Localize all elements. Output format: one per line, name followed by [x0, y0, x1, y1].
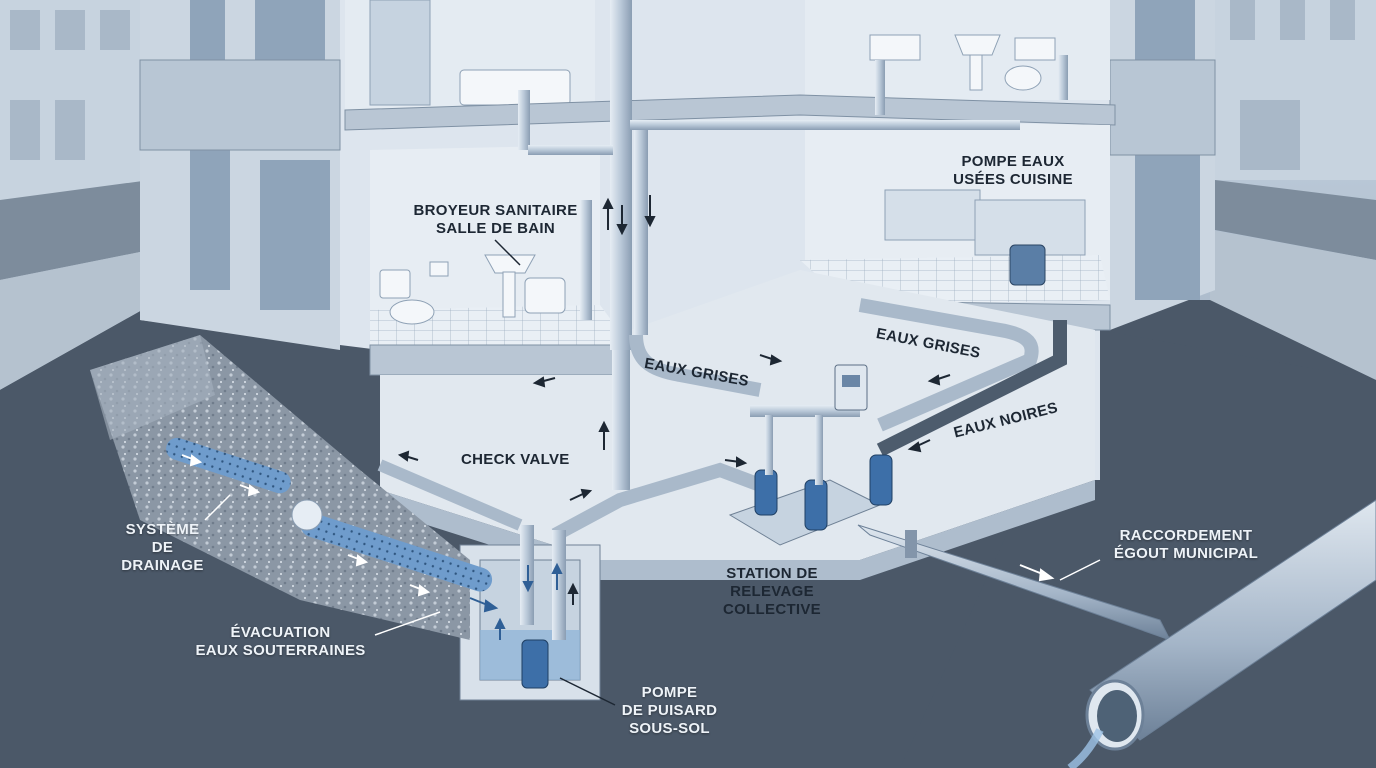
- label-pompe-cuisine-line2: USÉES CUISINE: [953, 171, 1073, 188]
- label-puisard-line2: DE PUISARD: [621, 702, 718, 719]
- label-evacuation-line1: ÉVACUATION: [230, 624, 331, 641]
- label-pompe-puisard: POMPE DE PUISARD SOUS-SOL: [612, 684, 727, 738]
- label-puisard-line1: POMPE: [641, 684, 698, 701]
- label-broyeur-line1: BROYEUR SANITAIRE: [413, 202, 578, 219]
- label-pompe-cuisine: POMPE EAUX USÉES CUISINE: [948, 153, 1078, 189]
- label-evacuation-eaux: ÉVACUATION EAUX SOUTERRAINES: [188, 624, 373, 660]
- label-raccordement-egout: RACCORDEMENT ÉGOUT MUNICIPAL: [1100, 527, 1272, 563]
- label-station-line3: COLLECTIVE: [722, 601, 821, 618]
- label-evacuation-line2: EAUX SOUTERRAINES: [195, 642, 366, 659]
- label-raccordement-line2: ÉGOUT MUNICIPAL: [1113, 545, 1259, 562]
- label-broyeur-line2: SALLE DE BAIN: [436, 220, 555, 237]
- label-raccordement-line1: RACCORDEMENT: [1119, 527, 1253, 544]
- label-station-line1: STATION DE: [726, 565, 818, 582]
- label-systeme-drainage: SYSTÈME DE DRAINAGE: [110, 521, 215, 575]
- label-puisard-line3: SOUS-SOL: [629, 720, 710, 737]
- label-drainage-line2: DE DRAINAGE: [121, 539, 204, 574]
- label-drainage-line1: SYSTÈME: [125, 521, 200, 538]
- label-broyeur-sanitaire: BROYEUR SANITAIRE SALLE DE BAIN: [408, 202, 583, 238]
- label-pompe-cuisine-line1: POMPE EAUX: [961, 153, 1065, 170]
- label-station-line2: RELEVAGE: [730, 583, 814, 600]
- label-check-valve: CHECK VALVE: [461, 451, 570, 468]
- label-station-relevage: STATION DE RELEVAGE COLLECTIVE: [712, 565, 832, 619]
